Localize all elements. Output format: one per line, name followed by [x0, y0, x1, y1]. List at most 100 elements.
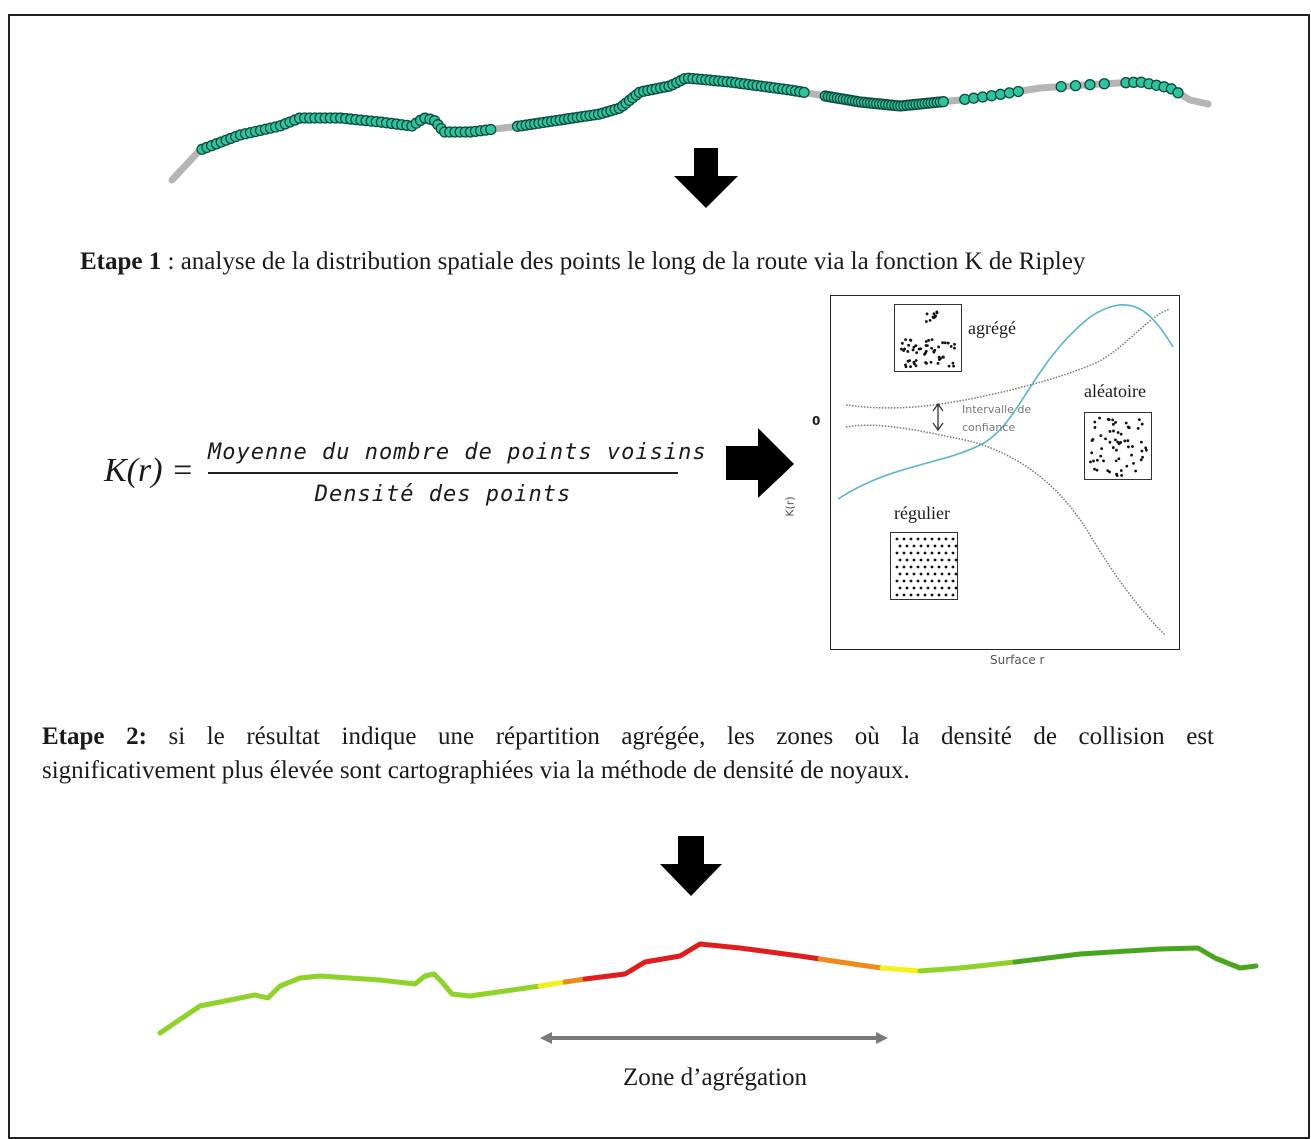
random-dot [1093, 467, 1096, 471]
aggregated-label: agrégé [968, 318, 1016, 338]
random-dot [1099, 434, 1103, 438]
regular-pattern-box [890, 532, 958, 600]
random-dot [1137, 418, 1141, 422]
regular-dot [933, 544, 937, 548]
regular-dot [940, 558, 944, 562]
aggregated-pattern-box [894, 304, 962, 372]
regular-dot [916, 593, 920, 597]
random-dot [1132, 461, 1135, 465]
regular-dot [954, 572, 957, 576]
regular-dot [930, 551, 934, 555]
aggregated-dot [904, 365, 908, 369]
regular-dot [923, 579, 927, 583]
regular-dot [905, 558, 909, 562]
regular-dot [947, 572, 951, 576]
regular-dot [905, 544, 909, 548]
random-dot [1130, 453, 1133, 457]
regular-dot [919, 558, 923, 562]
aggregated-dot [900, 341, 904, 345]
aggregated-dot [953, 346, 956, 350]
regular-dot [923, 565, 927, 569]
random-dot [1092, 459, 1095, 463]
random-dot [1114, 459, 1118, 463]
regular-dot [912, 558, 916, 562]
formula-fraction-bar [208, 472, 678, 474]
random-dot [1116, 431, 1120, 434]
regular-dot [898, 572, 902, 576]
y-tick-zero: 0 [812, 414, 821, 428]
aggregated-dot [933, 315, 937, 319]
regular-dot [912, 572, 916, 576]
aggregated-dot [924, 349, 928, 353]
regular-dot [951, 579, 955, 583]
regular-dot [926, 558, 930, 562]
aggregated-dot [947, 364, 951, 368]
regular-dot [912, 586, 916, 590]
step2-label: Etape 2: [42, 723, 147, 750]
random-dot [1119, 469, 1123, 472]
regular-dot [905, 586, 909, 590]
random-dot [1145, 448, 1148, 452]
regular-dot [954, 586, 957, 590]
regular-dot [909, 551, 913, 555]
aggregated-dot [929, 360, 933, 364]
density-segment-low-dark [1012, 945, 1259, 971]
y-axis-label: K(r) [783, 496, 797, 517]
random-dot [1119, 432, 1123, 436]
random-pattern-box [1084, 412, 1152, 480]
random-dot [1111, 446, 1115, 449]
lower-envelope-line [845, 424, 1166, 636]
regular-dot [902, 565, 906, 569]
regular-dot [937, 537, 941, 541]
aggregated-dot [949, 345, 953, 348]
density-segment-low [157, 971, 543, 1036]
collision-point [1172, 87, 1184, 99]
aggregated-dot [932, 350, 936, 354]
ripley-k-chart [830, 295, 1180, 650]
regular-dot [902, 537, 906, 541]
regular-dot [937, 593, 941, 597]
random-dot [1102, 459, 1105, 463]
random-dot [1107, 418, 1111, 421]
regular-dot [947, 586, 951, 590]
regular-dot [933, 558, 937, 562]
formula-denominator: Densité des points [314, 482, 572, 507]
regular-dot [940, 586, 944, 590]
random-dot [1106, 469, 1110, 473]
aggregated-dot [925, 362, 928, 365]
aggregated-dot [930, 338, 934, 342]
k-function-curve [837, 304, 1174, 500]
random-dot [1104, 437, 1107, 441]
regular-dot [930, 565, 934, 569]
regular-dot [937, 551, 941, 555]
random-dot [1117, 457, 1121, 461]
random-label: aléatoire [1084, 381, 1146, 401]
random-dot [1108, 440, 1112, 444]
aggregated-dot [931, 315, 935, 319]
collision-point [1055, 80, 1067, 93]
aggregated-dot [925, 320, 928, 323]
random-dot [1114, 420, 1117, 424]
density-segment-very-high [582, 941, 823, 982]
aggregated-dot [943, 341, 947, 345]
aggregated-dot [925, 344, 929, 348]
aggregated-dot [914, 344, 918, 348]
random-dot [1139, 440, 1143, 444]
regular-dot [916, 537, 920, 541]
step2-line1: Etape 2: si le résultat indique une répa… [42, 720, 1214, 754]
step2-text: Etape 2: si le résultat indique une répa… [42, 720, 1214, 788]
step1-text: Etape 1 : analyse de la distribution spa… [80, 248, 1085, 276]
regular-dot [954, 558, 957, 562]
regular-dot [926, 544, 930, 548]
collision-point [1069, 79, 1082, 92]
random-dot [1114, 438, 1117, 442]
step1-label: Etape 1 [80, 248, 162, 275]
regular-dot [898, 586, 902, 590]
regular-dot [909, 537, 913, 541]
aggregated-dot [907, 343, 911, 347]
regular-dot [937, 565, 941, 569]
x-axis-label: Surface r [990, 653, 1045, 667]
aggregation-zone-label: Zone d’agrégation [623, 1064, 807, 1091]
regular-dot [919, 586, 923, 590]
regular-dot [909, 579, 913, 583]
